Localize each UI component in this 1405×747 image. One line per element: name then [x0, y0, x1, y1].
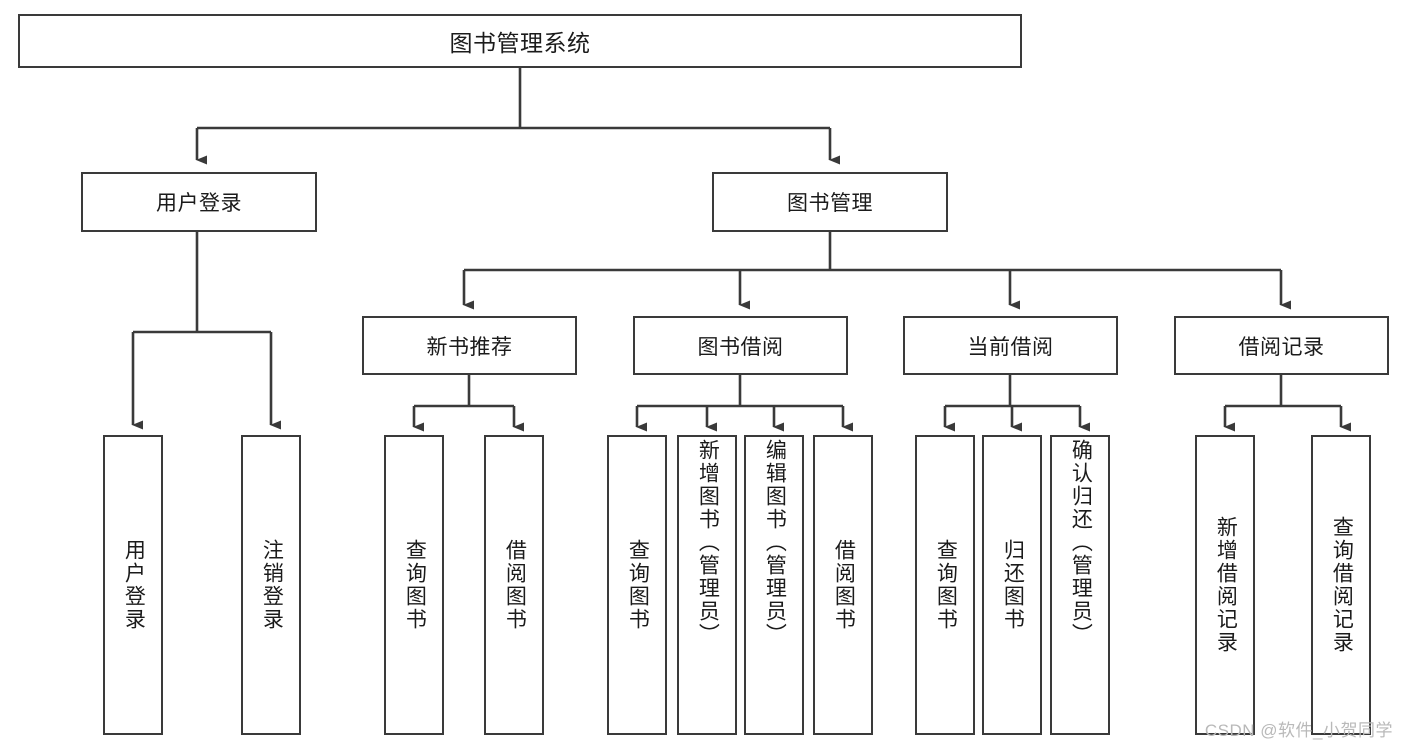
leaf-borrow-query-books-label: 查询图书	[626, 539, 650, 631]
leaf-borrow-add-book-admin-label: 新增图书（管理员）	[696, 439, 720, 646]
leaf-logout-label: 注销登录	[260, 539, 284, 631]
node-borrow-records-label: 借阅记录	[1238, 335, 1325, 359]
leaf-current-confirm-return-admin[interactable]: 确认归还（管理员）	[1050, 435, 1110, 735]
node-book-management-label: 图书管理	[787, 192, 873, 215]
leaf-records-add-record-label: 新增借阅记录	[1214, 516, 1238, 654]
node-user-login-label: 用户登录	[156, 192, 242, 215]
leaf-user-login[interactable]: 用户登录	[103, 435, 163, 735]
node-root-label: 图书管理系统	[449, 30, 591, 56]
leaf-recommend-query-books[interactable]: 查询图书	[384, 435, 444, 735]
watermark-text: CSDN @软件_小贺同学	[1204, 721, 1393, 740]
leaf-current-return-books-label: 归还图书	[1001, 539, 1025, 631]
node-user-login[interactable]: 用户登录	[81, 172, 317, 232]
leaf-borrow-edit-book-admin-label: 编辑图书（管理员）	[763, 439, 787, 646]
leaf-borrow-add-book-admin[interactable]: 新增图书（管理员）	[677, 435, 737, 735]
leaf-current-query-books-label: 查询图书	[934, 539, 958, 631]
leaf-records-query-record[interactable]: 查询借阅记录	[1311, 435, 1371, 735]
leaf-logout[interactable]: 注销登录	[241, 435, 301, 735]
leaf-borrow-query-books[interactable]: 查询图书	[607, 435, 667, 735]
node-book-borrowing-label: 图书借阅	[697, 335, 784, 359]
node-new-book-recommendation-label: 新书推荐	[426, 335, 513, 359]
node-book-management[interactable]: 图书管理	[712, 172, 948, 232]
leaf-borrow-borrow-books-label: 借阅图书	[832, 539, 856, 631]
leaf-user-login-label: 用户登录	[122, 539, 146, 631]
node-current-borrowing-label: 当前借阅	[967, 335, 1054, 359]
leaf-current-return-books[interactable]: 归还图书	[982, 435, 1042, 735]
leaf-current-confirm-return-admin-label: 确认归还（管理员）	[1069, 439, 1093, 646]
node-new-book-recommendation[interactable]: 新书推荐	[362, 316, 577, 375]
node-root-system[interactable]: 图书管理系统	[18, 14, 1022, 68]
leaf-borrow-borrow-books[interactable]: 借阅图书	[813, 435, 873, 735]
node-borrow-records[interactable]: 借阅记录	[1174, 316, 1389, 375]
node-current-borrowing[interactable]: 当前借阅	[903, 316, 1118, 375]
leaf-borrow-edit-book-admin[interactable]: 编辑图书（管理员）	[744, 435, 804, 735]
leaf-records-query-record-label: 查询借阅记录	[1330, 516, 1354, 654]
leaf-current-query-books[interactable]: 查询图书	[915, 435, 975, 735]
node-book-borrowing[interactable]: 图书借阅	[633, 316, 848, 375]
leaf-recommend-borrow-books[interactable]: 借阅图书	[484, 435, 544, 735]
leaf-recommend-query-books-label: 查询图书	[403, 539, 427, 631]
leaf-recommend-borrow-books-label: 借阅图书	[503, 539, 527, 631]
leaf-records-add-record[interactable]: 新增借阅记录	[1195, 435, 1255, 735]
